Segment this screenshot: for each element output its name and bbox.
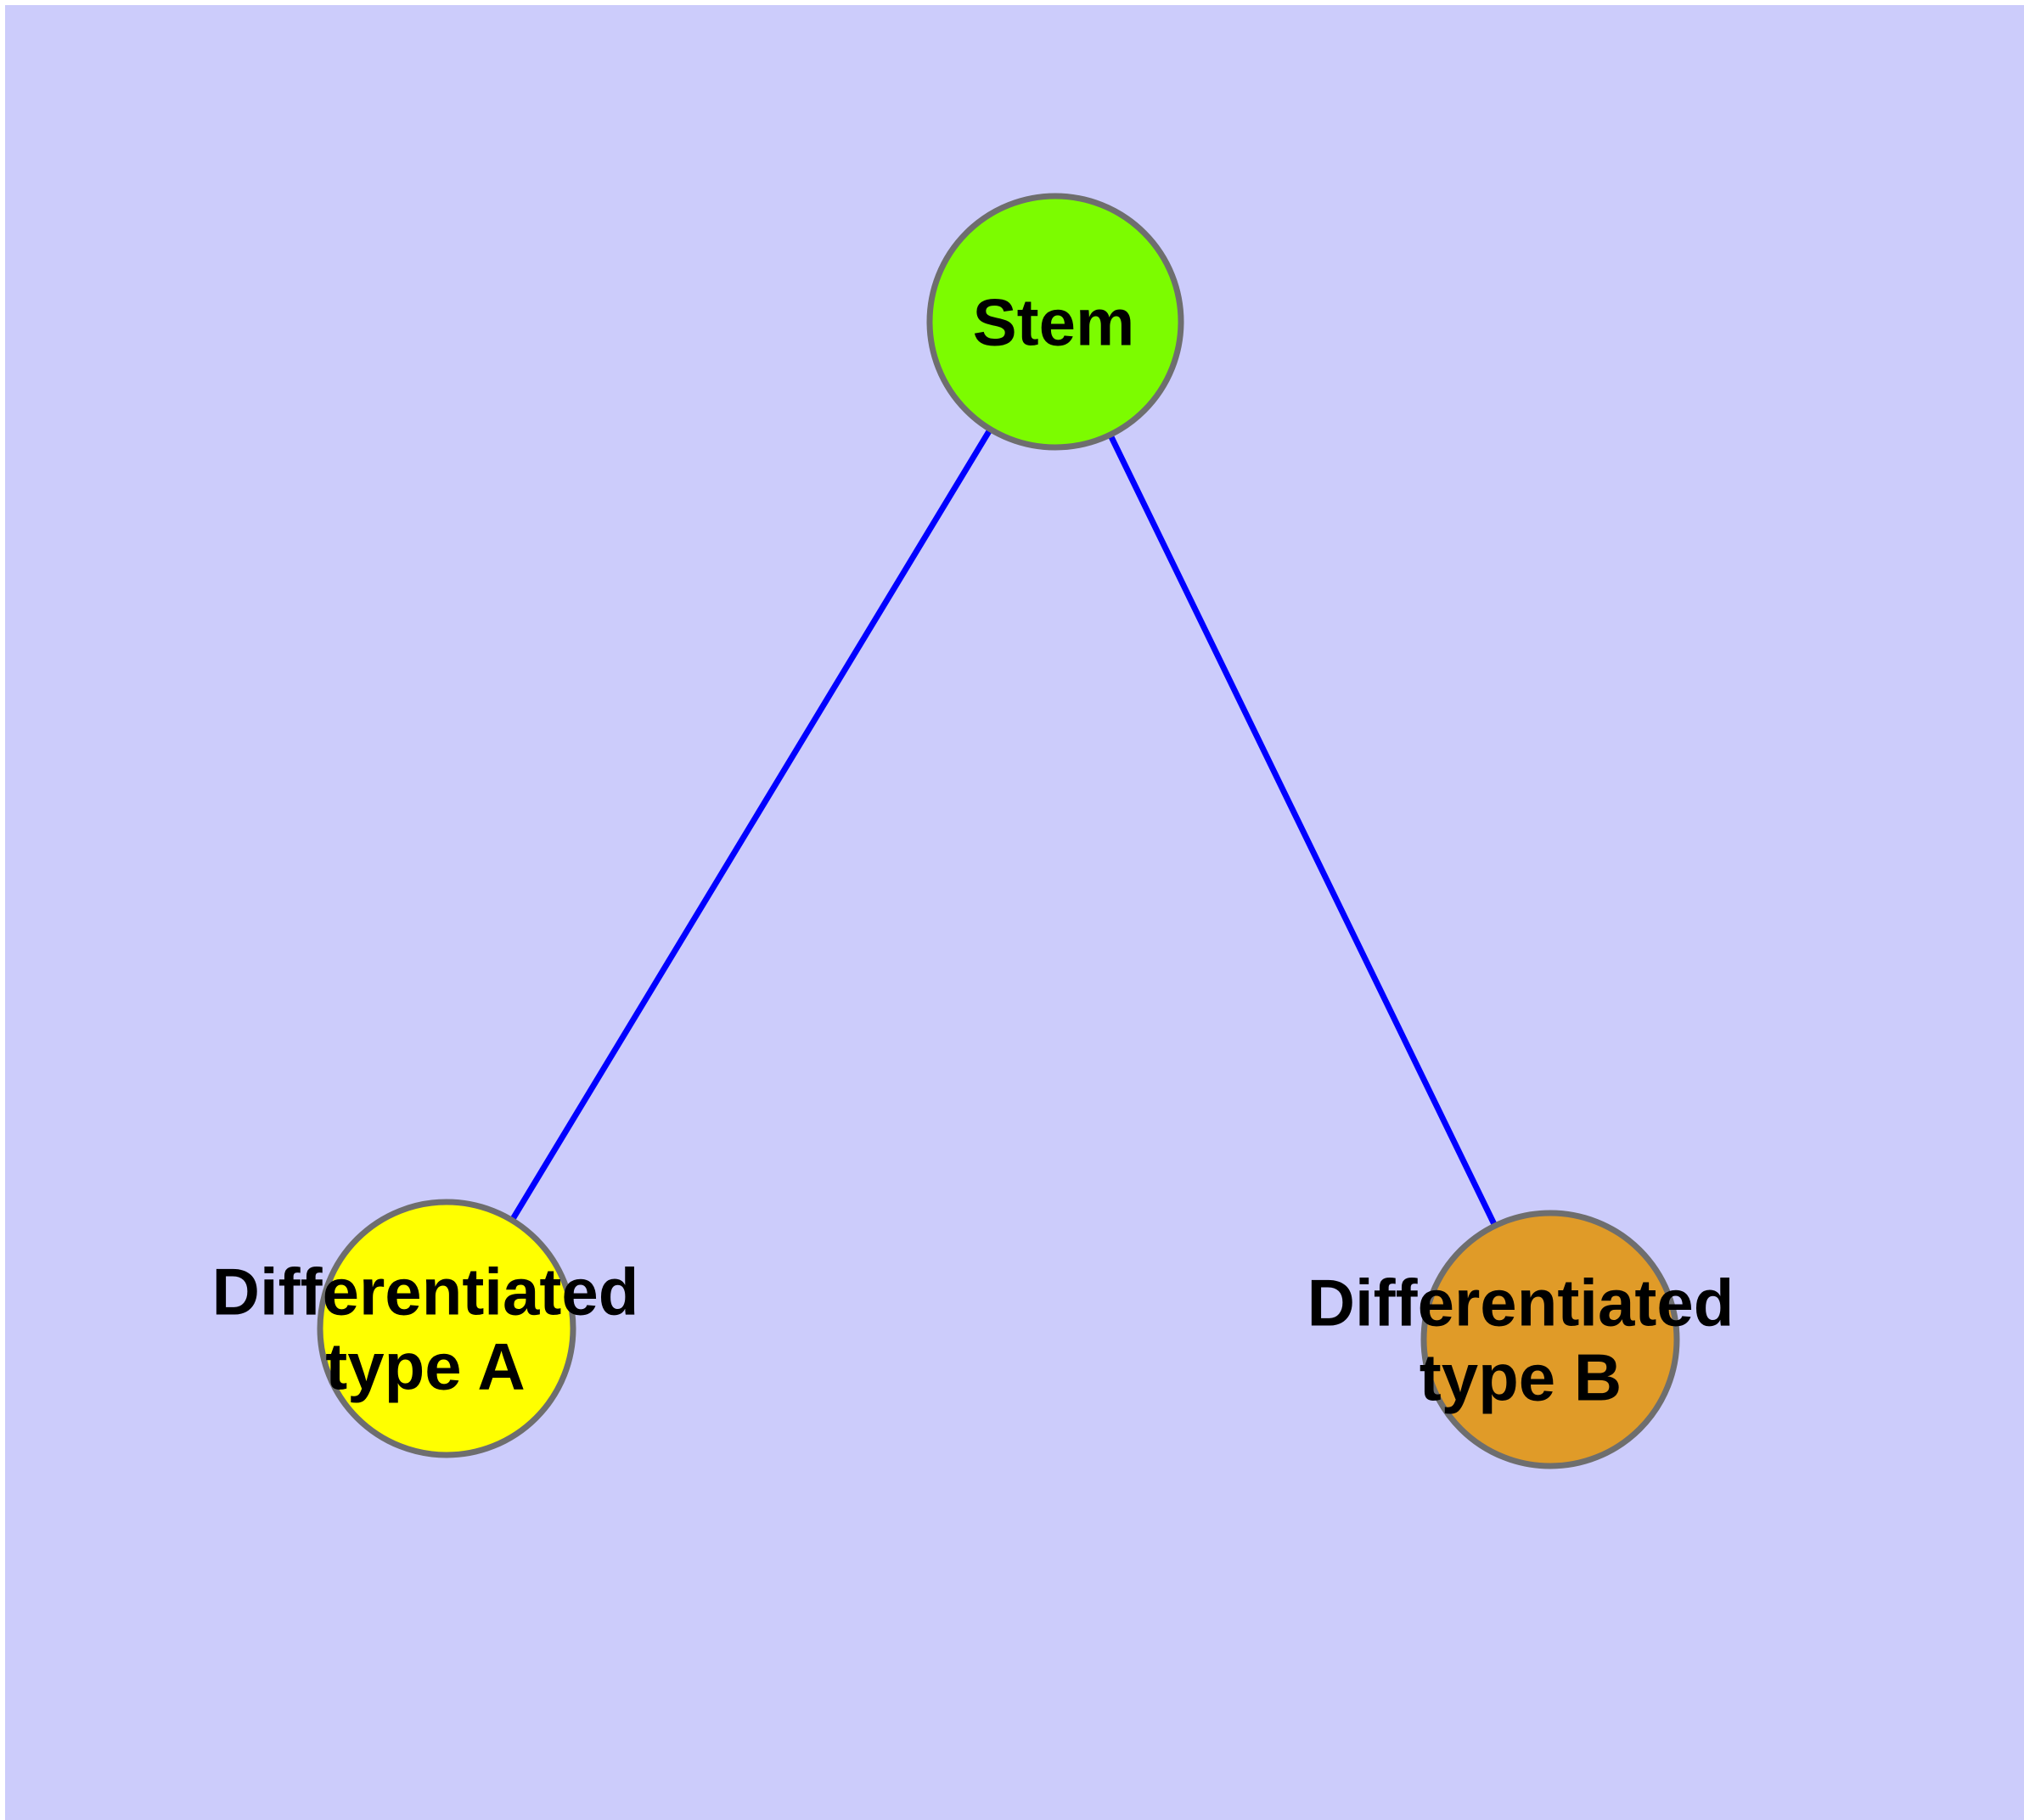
- node-circle-diff_b[interactable]: [1420, 1210, 1680, 1469]
- graph-edge-stem-to-diff_a[interactable]: [510, 429, 992, 1221]
- node-label-line: Stem: [973, 284, 1135, 359]
- node-label-stem: Stem: [973, 284, 1135, 359]
- node-label-line: Differentiated: [1307, 1265, 1734, 1340]
- edges-layer: [510, 429, 1498, 1226]
- node-label-line: type B: [1420, 1340, 1622, 1414]
- node-circle-stem[interactable]: [926, 193, 1184, 451]
- node-label-line: type A: [325, 1328, 526, 1403]
- node-label-line: Differentiated: [212, 1254, 639, 1328]
- graph-edge-stem-to-diff_b[interactable]: [1108, 435, 1498, 1226]
- node-circle-diff_a[interactable]: [317, 1199, 576, 1458]
- graph-node-stem[interactable]: Stem: [926, 193, 1184, 451]
